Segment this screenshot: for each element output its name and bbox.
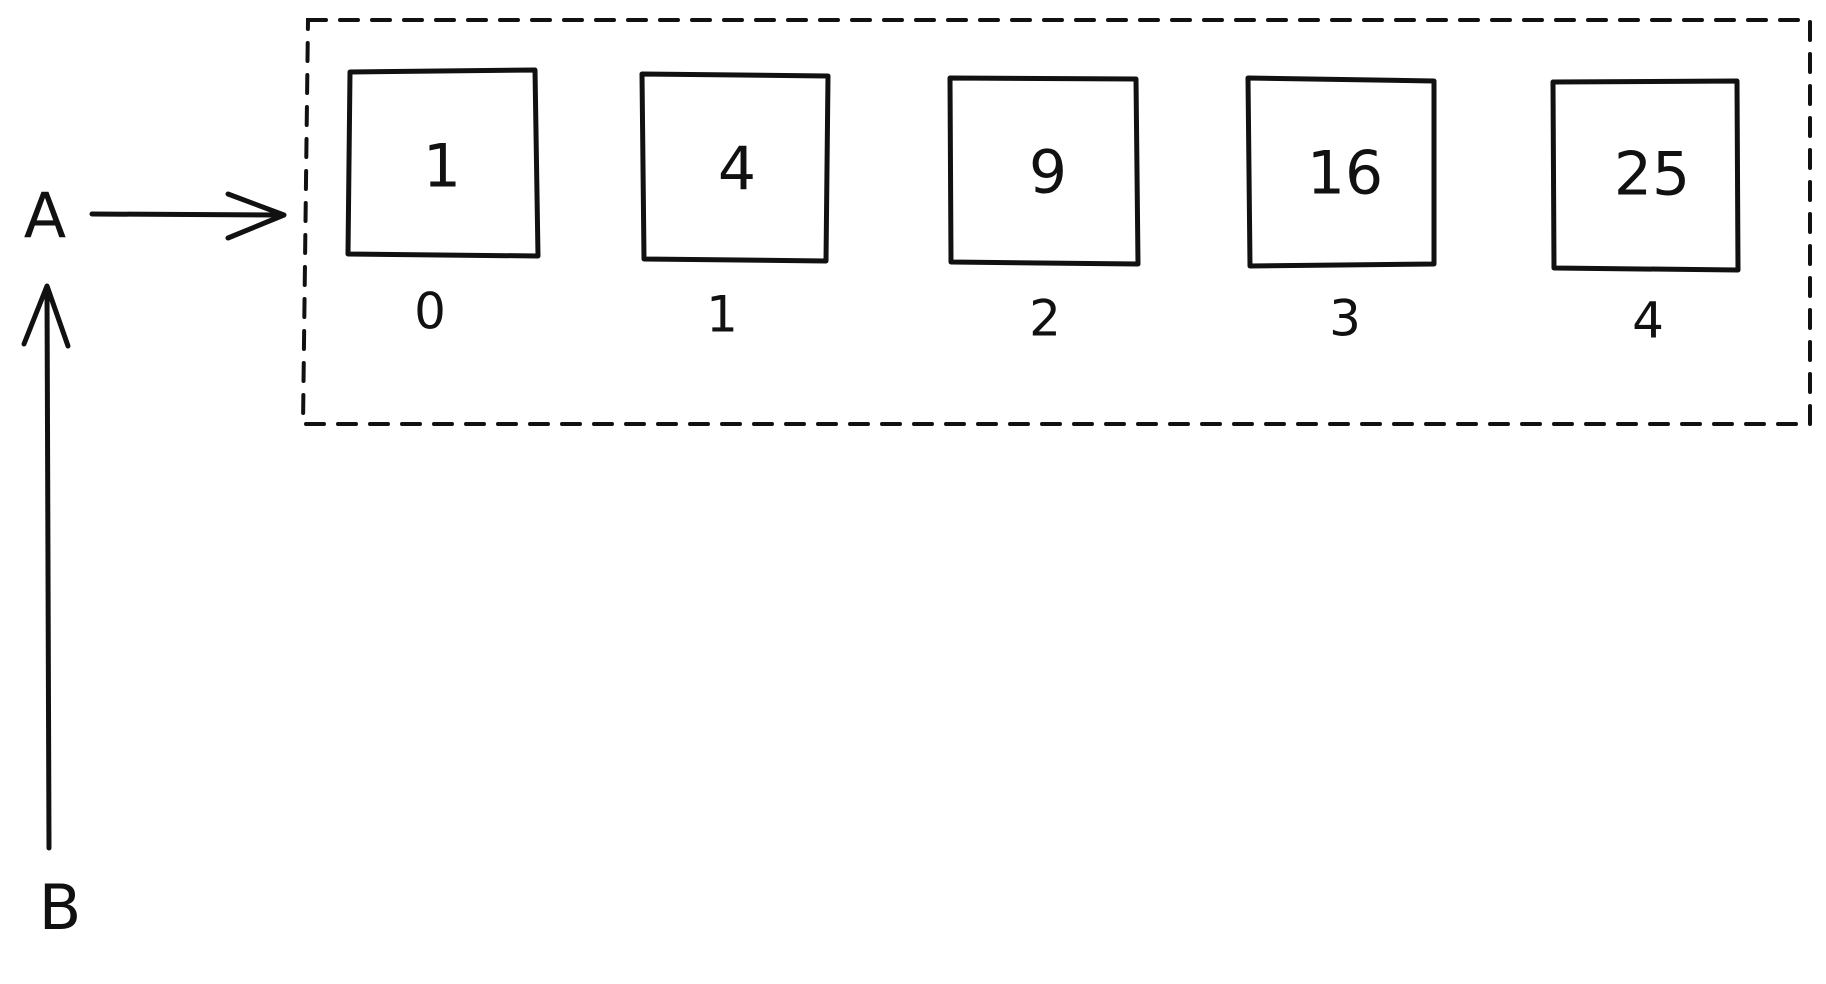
arrow-b-to-a bbox=[21, 283, 71, 851]
cell-value: 1 bbox=[423, 132, 461, 202]
array-cell-4: 25 4 bbox=[1550, 78, 1741, 350]
arrow-shaft bbox=[89, 211, 285, 218]
cell-box bbox=[1550, 78, 1741, 273]
cell-index: 4 bbox=[1632, 292, 1664, 350]
cell-box bbox=[947, 75, 1141, 267]
cell-box bbox=[1245, 75, 1437, 269]
arrow-a-to-array bbox=[89, 191, 287, 241]
cell-value: 25 bbox=[1614, 140, 1690, 210]
cell-value: 9 bbox=[1029, 138, 1067, 208]
arrow-head bbox=[21, 283, 71, 349]
cell-index: 2 bbox=[1029, 290, 1061, 348]
array-cell-2: 9 2 bbox=[947, 75, 1141, 348]
cell-value: 16 bbox=[1307, 139, 1383, 209]
array-cell-1: 4 1 bbox=[639, 71, 831, 344]
cell-index: 3 bbox=[1329, 290, 1361, 348]
variable-b-label: B bbox=[39, 871, 82, 944]
array-cell-0: 1 0 bbox=[345, 67, 541, 341]
variable-a-label: A bbox=[24, 179, 66, 252]
cell-value: 4 bbox=[718, 135, 756, 205]
cell-index: 0 bbox=[414, 283, 446, 341]
array-cell-3: 16 3 bbox=[1245, 75, 1437, 348]
cell-box bbox=[639, 71, 831, 264]
arrow-head bbox=[225, 191, 287, 241]
cell-box bbox=[345, 67, 541, 259]
arrow-shaft bbox=[44, 285, 52, 851]
array-container bbox=[300, 18, 1812, 426]
cell-index: 1 bbox=[706, 286, 738, 344]
